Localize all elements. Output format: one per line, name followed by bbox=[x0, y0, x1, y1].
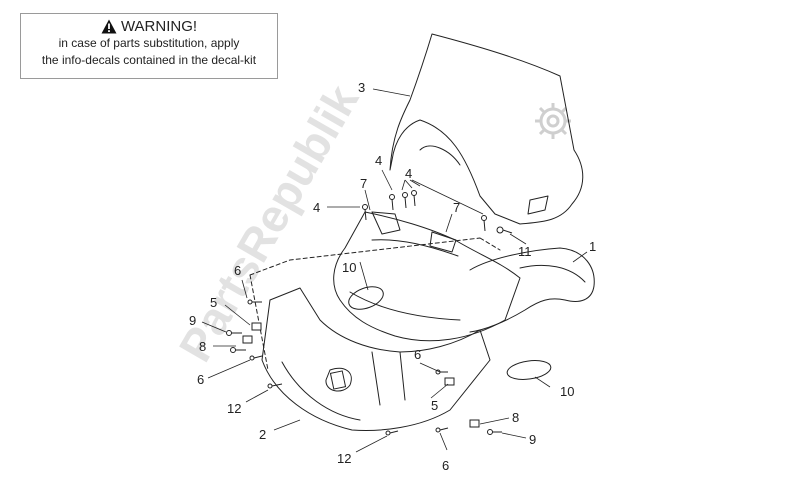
warning-line-1: in case of parts substitution, apply bbox=[58, 36, 240, 50]
bushing-icon bbox=[444, 377, 455, 386]
screw-icon bbox=[247, 299, 262, 305]
part-leg-shield bbox=[261, 287, 491, 431]
warning-triangle-icon bbox=[101, 19, 117, 34]
callout-6a: 6 bbox=[234, 263, 241, 278]
callout-4a: 4 bbox=[375, 153, 382, 168]
watermark: PartsRepublik bbox=[169, 76, 369, 370]
callout-9a: 9 bbox=[189, 313, 196, 328]
callout-4c: 4 bbox=[405, 166, 412, 181]
watermark-text: PartsRepublik bbox=[169, 76, 369, 370]
screw-icon bbox=[411, 190, 417, 207]
callout-5a: 5 bbox=[210, 295, 217, 310]
screw-icon bbox=[402, 192, 408, 209]
screw-icon bbox=[226, 330, 242, 336]
callout-10b: 10 bbox=[560, 384, 574, 399]
part-bracket bbox=[371, 211, 401, 235]
bushing-icon bbox=[242, 335, 253, 344]
callout-8a: 8 bbox=[199, 339, 206, 354]
callout-6b: 6 bbox=[197, 372, 204, 387]
screw-icon bbox=[267, 383, 283, 389]
callout-10a: 10 bbox=[342, 260, 356, 275]
screw-icon bbox=[249, 355, 263, 361]
screw-icon bbox=[435, 427, 449, 433]
part-front-shield bbox=[469, 247, 595, 333]
screw-icon bbox=[487, 429, 502, 435]
callout-7a: 7 bbox=[360, 176, 367, 191]
callout-3: 3 bbox=[358, 80, 365, 95]
screw-icon bbox=[385, 430, 399, 436]
screw-icon bbox=[230, 347, 246, 353]
callout-5b: 5 bbox=[431, 398, 438, 413]
screw-icon bbox=[362, 204, 368, 221]
screw-icon bbox=[496, 226, 513, 234]
part-windscreen bbox=[389, 33, 584, 225]
bushing-icon bbox=[469, 419, 480, 428]
callout-9b: 9 bbox=[529, 432, 536, 447]
callout-2: 2 bbox=[259, 427, 266, 442]
screw-icon bbox=[481, 215, 487, 232]
gear-watermark-icon bbox=[535, 103, 571, 139]
bushing-icon bbox=[251, 322, 262, 331]
warning-box: WARNING! in case of parts substitution, … bbox=[20, 13, 278, 79]
callout-11: 11 bbox=[518, 244, 532, 259]
callout-12a: 12 bbox=[227, 401, 241, 416]
warning-title-row: WARNING! bbox=[21, 18, 277, 35]
callout-8b: 8 bbox=[512, 410, 519, 425]
warning-title: WARNING! bbox=[120, 18, 198, 35]
part-badge-right bbox=[506, 360, 552, 380]
warning-line-2: the info-decals contained in the decal-k… bbox=[41, 53, 257, 67]
part-badge-left bbox=[348, 286, 384, 310]
screw-icon bbox=[435, 369, 448, 375]
callout-12b: 12 bbox=[337, 451, 351, 466]
callout-7b: 7 bbox=[453, 200, 460, 215]
part-central-panel bbox=[333, 211, 521, 342]
callout-6c: 6 bbox=[414, 347, 421, 362]
callout-4b: 4 bbox=[313, 200, 320, 215]
callout-1: 1 bbox=[589, 239, 596, 254]
callout-6d: 6 bbox=[442, 458, 449, 473]
screw-icon bbox=[389, 194, 395, 211]
